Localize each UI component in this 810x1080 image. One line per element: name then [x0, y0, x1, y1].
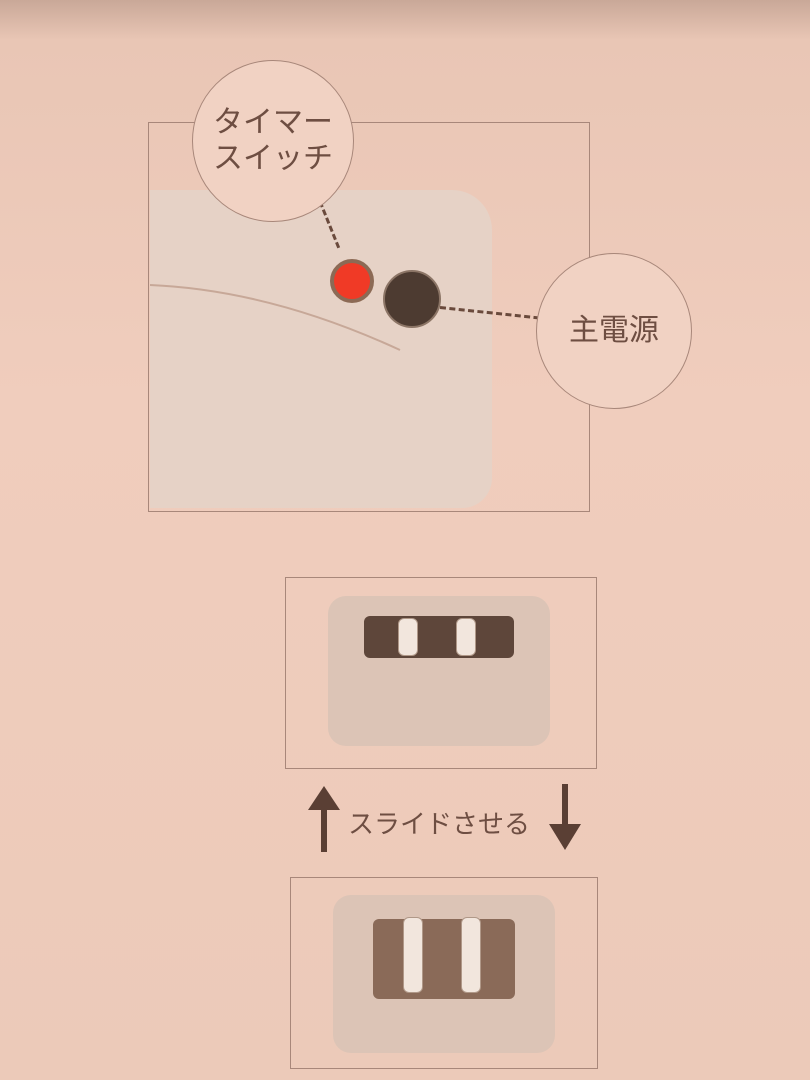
slide-label: スライドさせる: [348, 810, 531, 840]
device-curve: [150, 284, 401, 351]
timer-switch-callout: タイマー スイッチ: [192, 60, 354, 222]
plug-folded-figure: [285, 577, 597, 769]
main-power-callout: 主電源: [536, 253, 692, 409]
arrow-down-shaft: [562, 784, 568, 826]
plug-folded: [328, 596, 550, 746]
plug-extended-figure: [290, 877, 598, 1069]
arrow-up-shaft: [321, 808, 327, 852]
device-body: [150, 190, 492, 508]
timer-button[interactable]: [330, 259, 374, 303]
arrow-down-icon: [549, 824, 581, 850]
plug-extended: [333, 895, 555, 1053]
power-switch[interactable]: [383, 270, 441, 328]
arrow-up-icon: [308, 786, 340, 810]
